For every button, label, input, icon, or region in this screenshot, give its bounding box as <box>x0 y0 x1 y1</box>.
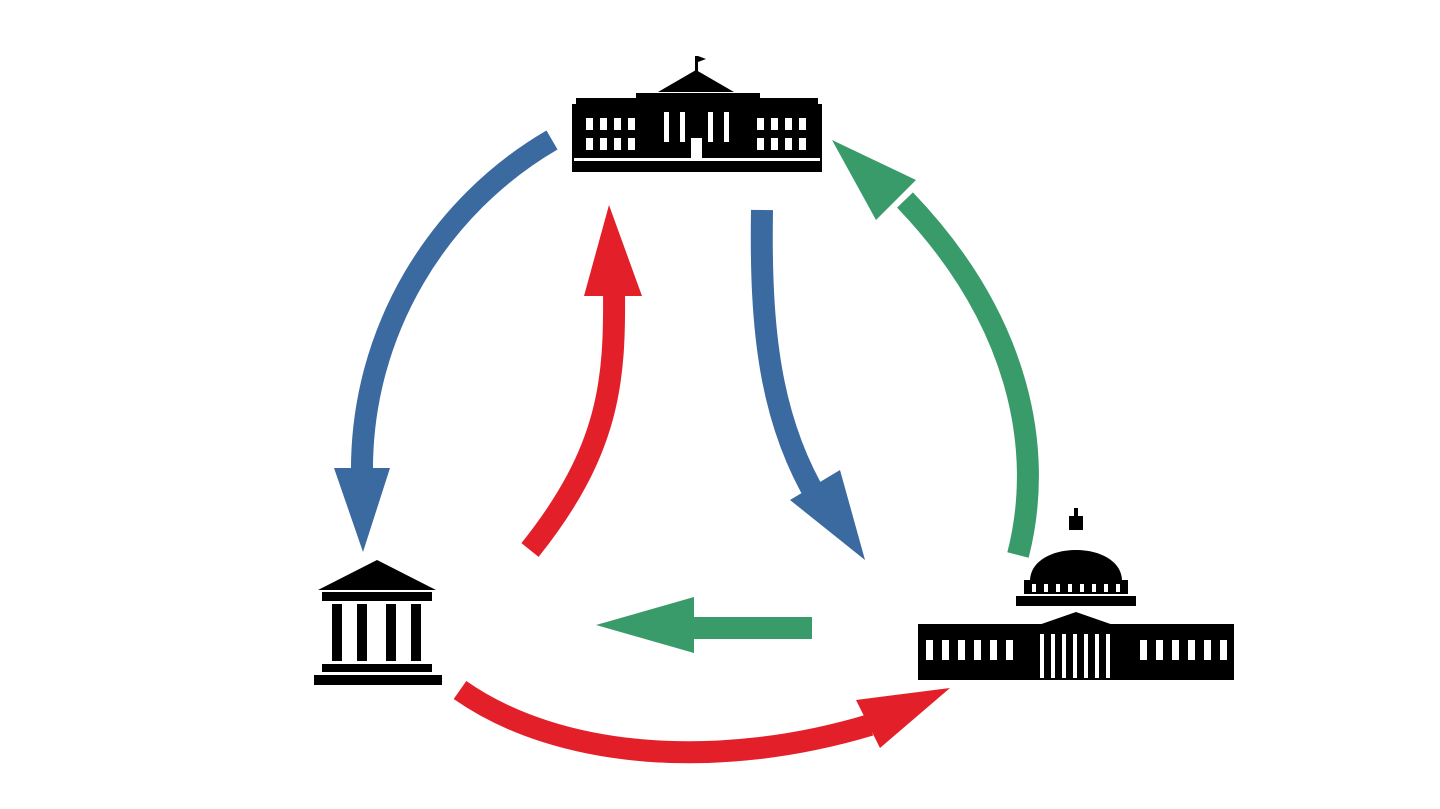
arrow-shaft <box>521 289 626 557</box>
arrow-head <box>584 205 642 296</box>
arrow-shaft <box>690 617 812 639</box>
capitol-windows <box>926 634 1227 678</box>
arrow-shaft <box>350 130 558 476</box>
arrow-shaft <box>897 192 1039 558</box>
arrow-head <box>856 688 950 748</box>
arrow-judicial-to-legislative <box>453 680 950 764</box>
arrow-legislative-to-executive <box>832 140 1039 558</box>
arrow-head <box>790 470 865 560</box>
arrow-executive-to-center <box>750 209 865 560</box>
arrow-executive-to-judicial <box>334 130 558 552</box>
arrow-shaft <box>750 209 828 506</box>
arrow-head <box>334 468 390 552</box>
courthouse-icon <box>314 560 442 685</box>
arrow-center-to-executive <box>521 205 642 557</box>
white-house-icon <box>572 56 822 172</box>
arrow-head <box>596 597 694 653</box>
arrow-head <box>832 140 916 220</box>
arrow-legislative-to-center <box>596 597 812 653</box>
arrow-shaft <box>453 680 874 764</box>
capitol-icon <box>918 508 1234 680</box>
white-house-windows <box>574 112 820 161</box>
